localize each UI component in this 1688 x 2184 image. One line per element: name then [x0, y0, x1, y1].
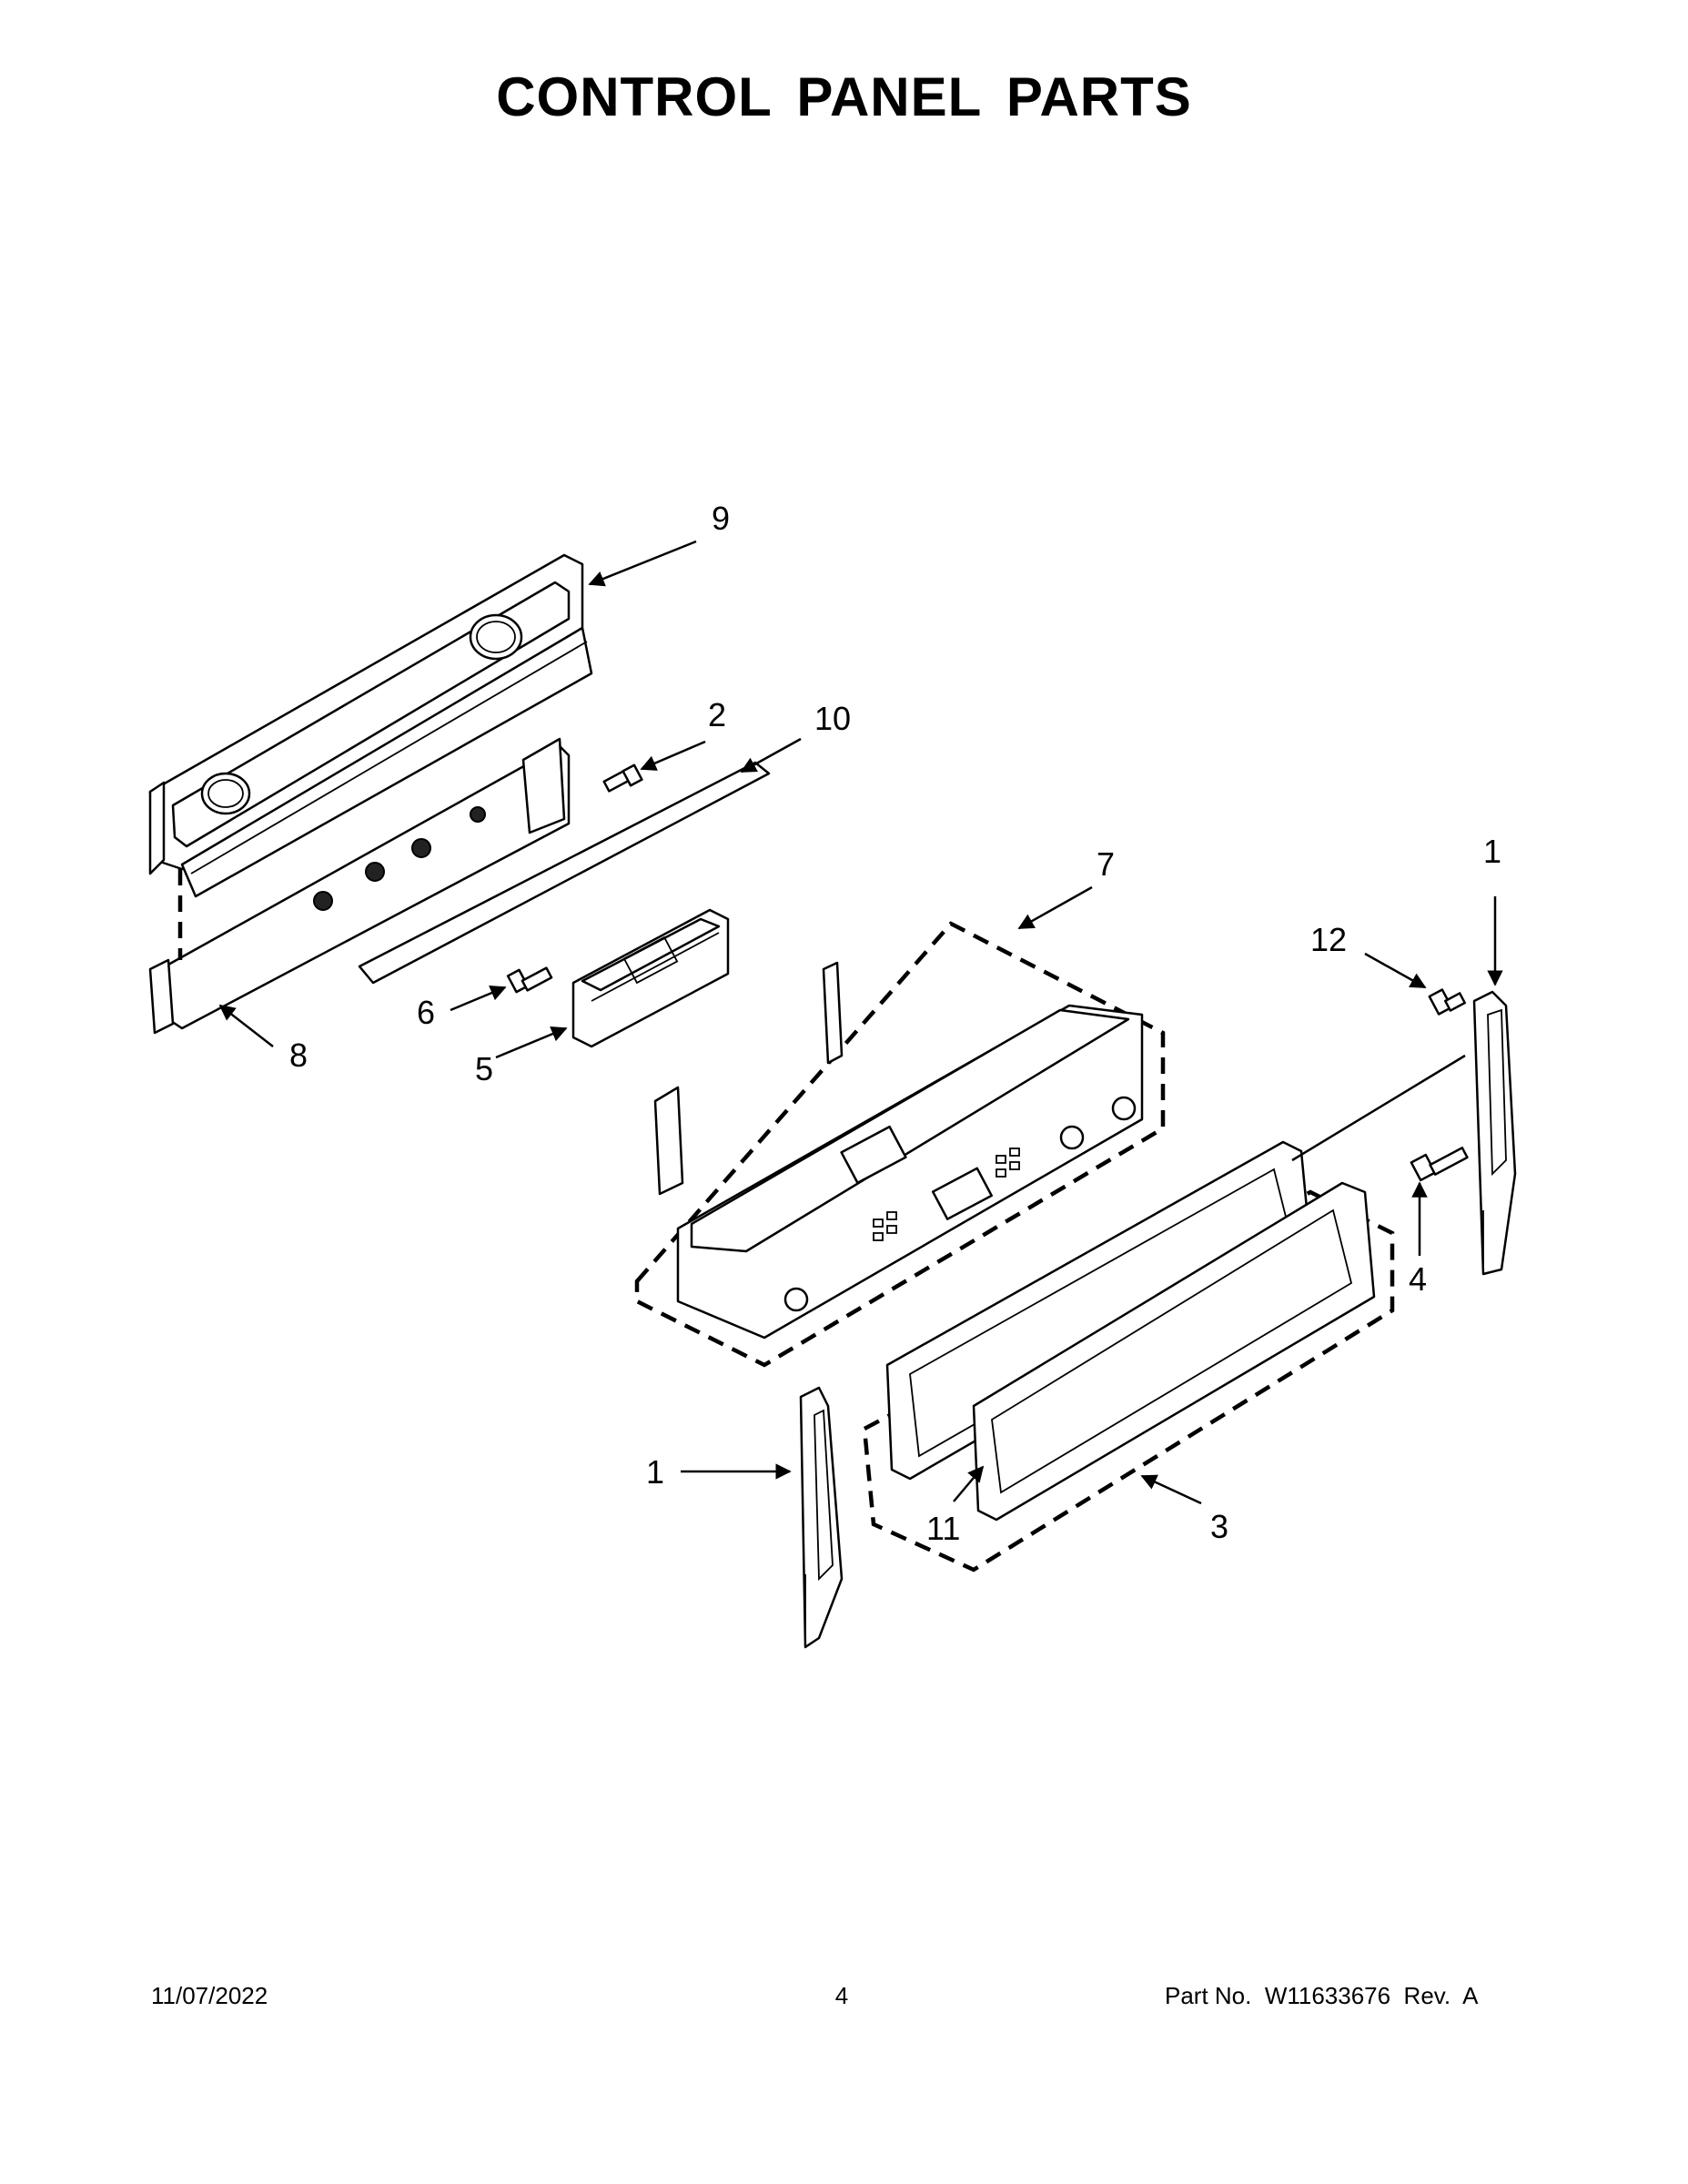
callout-3: 3 — [1210, 1508, 1228, 1545]
leader-9 — [588, 540, 697, 587]
part-8-lower-bracket — [148, 737, 571, 1035]
callout-10: 10 — [814, 700, 851, 737]
callout-labels: 9 2 10 7 1 12 8 6 5 4 1 11 3 — [289, 500, 1501, 1547]
leader-8 — [218, 1004, 274, 1047]
leader-2 — [640, 740, 706, 771]
control-panel-keypad — [873, 1148, 1020, 1241]
leader-6 — [450, 985, 507, 1012]
part-9-rear-bracket — [148, 553, 593, 898]
callout-11: 11 — [926, 1510, 960, 1547]
callout-4: 4 — [1409, 1260, 1427, 1298]
page-title: CONTROL PANEL PARTS — [496, 66, 1192, 127]
part-12-screw — [1428, 988, 1467, 1016]
part-6-screw — [506, 966, 553, 994]
callout-8: 8 — [289, 1036, 308, 1074]
part-1-right-endcap — [1472, 990, 1517, 1276]
leader-10 — [740, 737, 802, 774]
footer-date: 11/07/2022 — [151, 1982, 268, 2009]
leader-7 — [1017, 885, 1093, 930]
leader-3 — [1140, 1474, 1202, 1505]
callout-2: 2 — [708, 696, 726, 733]
part-3-trim-assembly — [862, 1054, 1466, 1572]
callout-12: 12 — [1310, 921, 1347, 958]
part-7-control-panel-assembly — [634, 921, 1166, 1368]
leader-5 — [495, 1026, 568, 1059]
leader-11 — [953, 1465, 985, 1502]
part-10-insulation — [358, 761, 771, 985]
leader-12 — [1364, 952, 1427, 989]
callout-6: 6 — [417, 994, 435, 1031]
footer-part-number: Part No. W11633676 Rev. A — [1165, 1982, 1479, 2009]
callout-leaders — [218, 540, 1503, 1505]
callout-7: 7 — [1097, 845, 1115, 883]
part-4-screw — [1410, 1147, 1469, 1182]
part-1-left-endcap — [799, 1386, 844, 1649]
callout-9: 9 — [712, 500, 730, 537]
part-2-screw — [602, 763, 643, 793]
footer-page-number: 4 — [834, 1982, 849, 2009]
callout-1-right: 1 — [1483, 833, 1501, 870]
callout-5: 5 — [475, 1050, 493, 1087]
callout-1-left: 1 — [646, 1453, 664, 1491]
part-5-control-board — [571, 908, 730, 1048]
